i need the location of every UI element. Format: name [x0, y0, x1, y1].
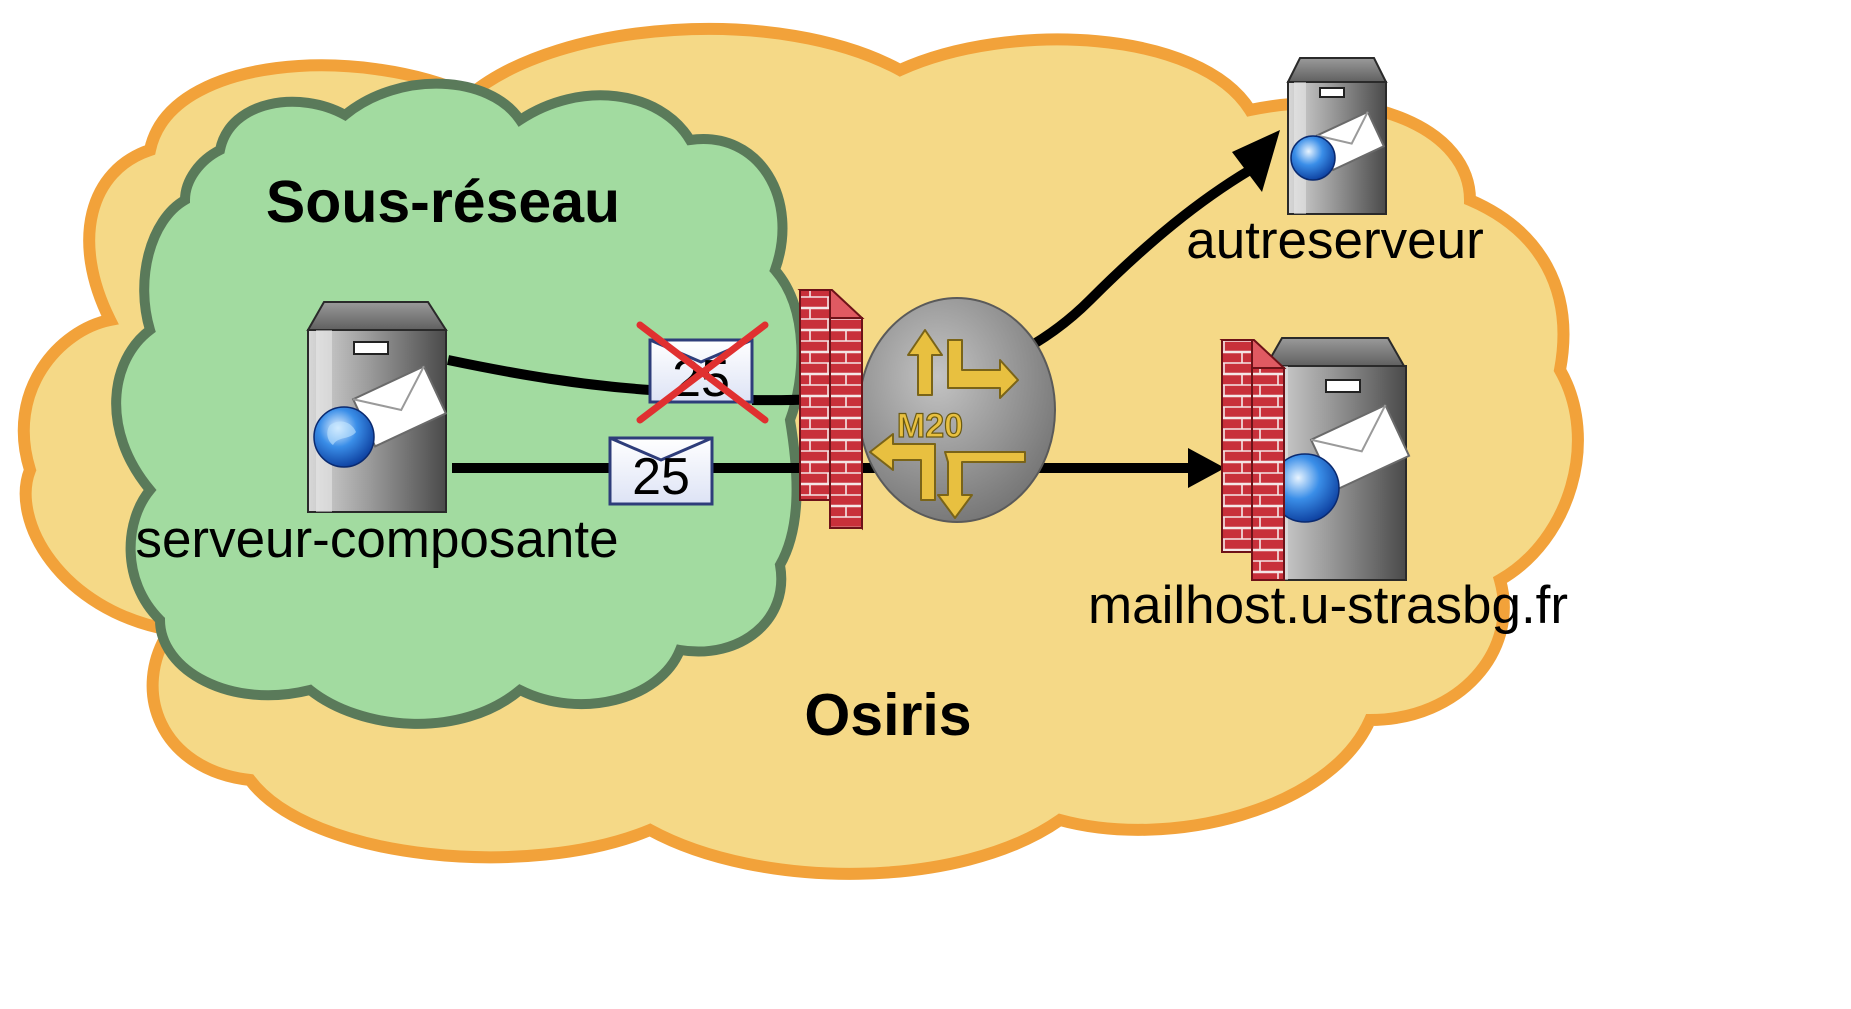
- sous-reseau-cloud: [111, 78, 807, 729]
- mail-server-icon: [1264, 337, 1411, 581]
- firewall-icon: [1219, 339, 1287, 581]
- autreserveur-label: autreserveur: [1186, 211, 1484, 270]
- serveur-composante-label: serveur-composante: [135, 510, 618, 569]
- router-label: M20: [897, 407, 963, 445]
- port-envelope-allowed: 25: [608, 436, 714, 506]
- port-label-allowed: 25: [632, 448, 690, 506]
- mailhost-label: mailhost.u-strasbg.fr: [1088, 576, 1568, 635]
- blocked-cross-icon: [636, 321, 769, 424]
- mail-server-icon: [1286, 57, 1388, 215]
- router-icon: M20: [858, 297, 1056, 523]
- mail-server-icon: [306, 301, 448, 513]
- osiris-label: Osiris: [804, 682, 971, 748]
- firewall-icon: [797, 289, 865, 531]
- arrow-to-autreserveur: [1232, 130, 1280, 192]
- arrow-to-mailhost: [1188, 448, 1225, 488]
- blocked-connection-line: [446, 355, 651, 395]
- sous-reseau-label: Sous-réseau: [266, 169, 620, 235]
